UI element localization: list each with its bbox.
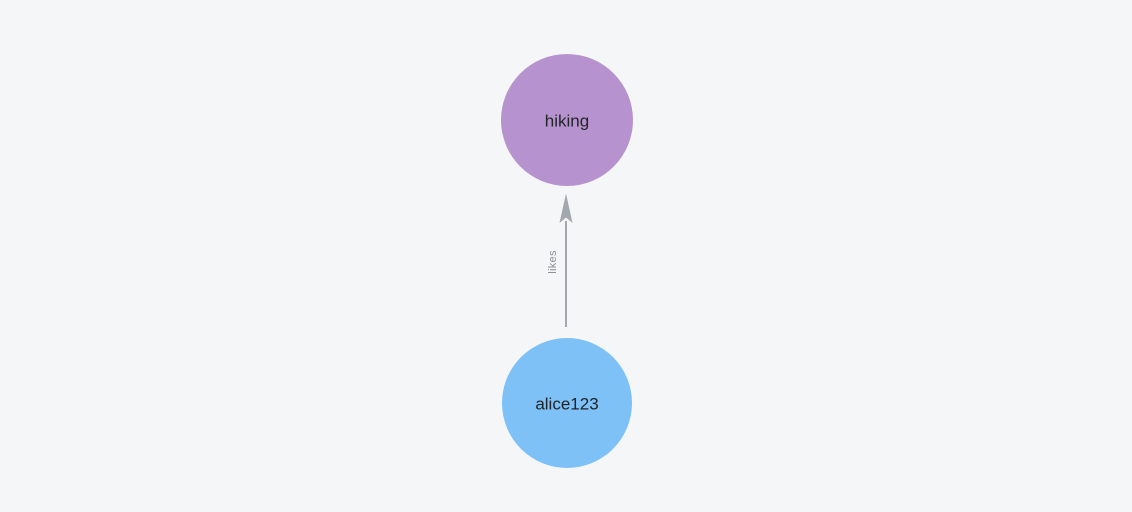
node-circle-alice123[interactable] bbox=[502, 338, 632, 468]
edge-label: likes bbox=[547, 250, 559, 274]
node-alice123[interactable]: alice123 bbox=[502, 338, 632, 468]
node-circle-hiking[interactable] bbox=[501, 54, 633, 186]
edge-alice123-likes-hiking: likes bbox=[547, 193, 573, 327]
arrowhead-icon bbox=[559, 193, 573, 223]
node-hiking[interactable]: hiking bbox=[501, 54, 633, 186]
